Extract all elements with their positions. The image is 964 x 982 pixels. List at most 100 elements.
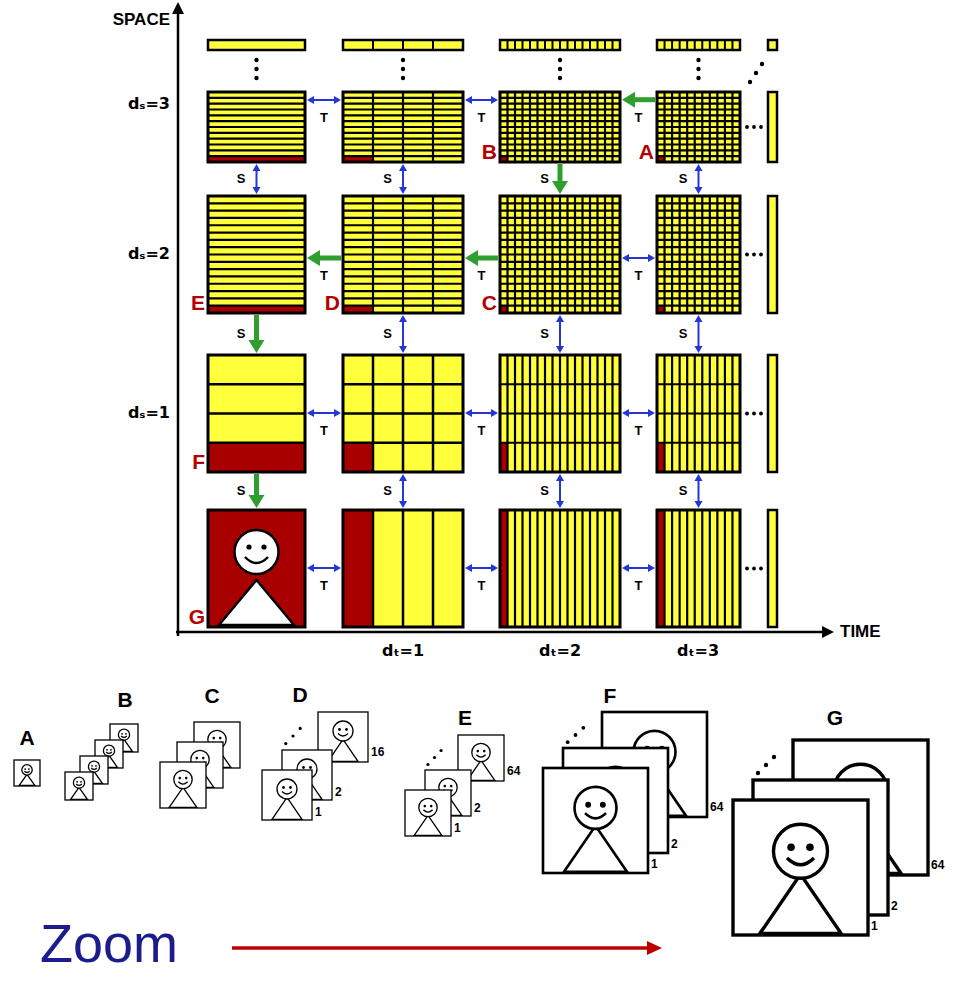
grid-cell-pattern: [500, 196, 620, 313]
arrow-shaft: [256, 170, 258, 188]
grid-cell: D: [343, 196, 463, 313]
arrow-head: [334, 564, 341, 572]
arrow-label: T: [320, 111, 328, 126]
arrow-shaft: [402, 321, 404, 347]
ellipsis-dot: [401, 76, 405, 80]
frame-count: 64: [507, 765, 520, 779]
arrow-head: [249, 340, 265, 353]
grid-strip: [768, 196, 777, 313]
arrow-head: [334, 409, 341, 417]
arrow-label: S: [383, 484, 392, 499]
ellipsis-dot: [696, 76, 700, 80]
grid-cell: C: [500, 196, 620, 313]
axis-level-label: dₜ=1: [382, 642, 424, 660]
arrow-head: [695, 187, 703, 194]
cell-letter: G: [189, 605, 205, 629]
smiley-frame: [14, 760, 40, 786]
space-step-arrow: [695, 474, 703, 508]
ellipsis-dot: [759, 125, 763, 129]
ellipsis-dot: [558, 67, 562, 71]
arrow-label: S: [679, 172, 688, 187]
grid-strip: [768, 92, 777, 162]
grid-cell: A: [657, 92, 740, 162]
arrow-head: [465, 409, 472, 417]
arrow-head: [695, 474, 703, 481]
arrow-shaft: [698, 480, 700, 502]
arrow-shaft: [559, 480, 561, 502]
ellipsis-dot: [759, 253, 763, 257]
arrow-head: [465, 96, 472, 104]
arrow-head: [695, 346, 703, 353]
ellipsis-dot: [745, 567, 749, 571]
arrow-shaft: [254, 315, 259, 341]
arrow-label: S: [237, 484, 246, 499]
arrow-head: [622, 409, 629, 417]
ellipsis-dot: [254, 67, 258, 71]
ellipsis-dot: [772, 755, 776, 759]
space-step-arrow: [695, 315, 703, 353]
arrow-head: [648, 409, 655, 417]
grid-cell-pattern: [500, 510, 620, 627]
ellipsis-dot: [754, 71, 758, 75]
ellipsis-dot: [558, 58, 562, 62]
arrow-head: [822, 626, 834, 638]
smiley-frame: [262, 770, 312, 820]
arrow-head: [556, 346, 564, 353]
path-arrow: [307, 250, 341, 266]
arrow-head: [556, 315, 564, 322]
space-step-arrow: [399, 164, 407, 194]
stack-letter: E: [458, 706, 472, 730]
ellipsis-dot: [696, 58, 700, 62]
grid-cell-pattern: [500, 355, 620, 472]
ellipsis-dot: [291, 734, 294, 737]
grid-cell-pattern: [343, 510, 463, 627]
ellipsis-dot: [299, 727, 302, 730]
ellipsis-dot: [760, 62, 764, 66]
space-step-arrow: [399, 315, 407, 353]
arrow-shaft: [313, 99, 335, 101]
ellipsis-dot: [752, 567, 756, 571]
frame-count: 16: [371, 746, 384, 760]
arrow-head: [399, 346, 407, 353]
grid-cell: E: [208, 196, 305, 313]
stack-letter: A: [19, 726, 34, 750]
arrow-label: T: [320, 424, 328, 439]
stack-letter: D: [292, 683, 307, 707]
path-arrow: [465, 250, 498, 266]
space-step-arrow: [556, 474, 564, 508]
arrow-head: [307, 250, 320, 266]
time-step-arrow: [622, 254, 655, 262]
time-step-arrow: [465, 409, 498, 417]
arrow-head: [307, 564, 314, 572]
arrow-head: [399, 187, 407, 194]
axis-level-label: dₜ=3: [677, 642, 719, 660]
arrow-head: [648, 564, 655, 572]
grid-cell-pattern: [208, 355, 305, 472]
frame-count: 2: [671, 838, 678, 852]
arrow-shaft: [177, 13, 180, 636]
arrow-head: [465, 564, 472, 572]
ellipsis-dot: [756, 771, 760, 775]
arrow-head: [399, 501, 407, 508]
grid-cell-pattern: [208, 196, 305, 313]
grid-cell-pattern: [657, 510, 740, 627]
grid-cell-pattern: [343, 92, 463, 162]
grid-cell-pattern: [343, 355, 463, 472]
grid-cell: B: [500, 92, 620, 162]
path-arrow: [249, 474, 265, 508]
frame-count: 1: [454, 822, 461, 836]
arrow-shaft: [313, 412, 335, 414]
ellipsis-dot: [254, 76, 258, 80]
ellipsis-dot: [752, 253, 756, 257]
arrow-label: S: [540, 484, 549, 499]
arrow-head: [695, 315, 703, 322]
arrow-head: [648, 254, 655, 262]
arrow-head: [695, 501, 703, 508]
frame-count: 64: [710, 801, 723, 815]
stack-letter: B: [117, 688, 132, 712]
cell-letter: E: [191, 291, 205, 315]
arrow-head: [399, 164, 407, 171]
ellipsis-dot: [401, 67, 405, 71]
time-step-arrow: [465, 96, 498, 104]
space-step-arrow: [399, 474, 407, 508]
